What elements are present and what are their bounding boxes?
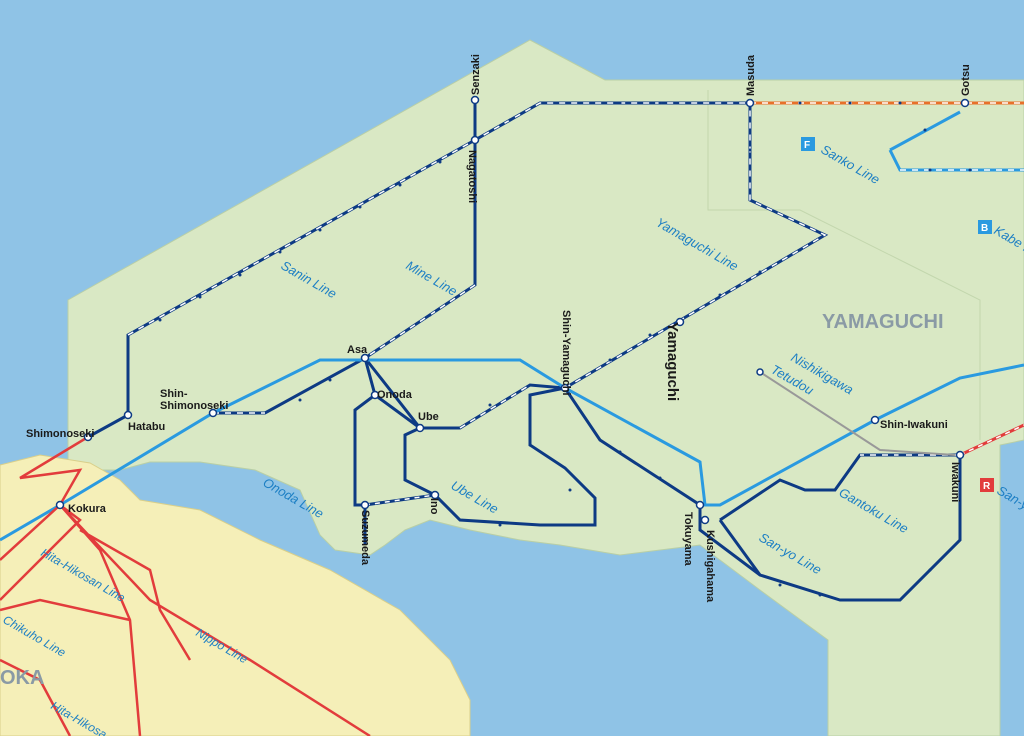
station-dot-kokura[interactable]: [55, 500, 65, 510]
station-nagatoshi[interactable]: Nagatoshi: [466, 150, 478, 203]
sanko-badge: F: [801, 137, 815, 151]
yamaguchi-land: [67, 39, 1024, 736]
shinkansen-track: [0, 358, 1024, 542]
prefecture-border: [707, 90, 981, 440]
ube-line-track: [403, 386, 597, 527]
station-dot-shin-shimonoseki[interactable]: [208, 408, 218, 418]
station-dot-senzaki[interactable]: [470, 95, 480, 105]
station-dot-shin-iwakuni[interactable]: [870, 415, 880, 425]
station-senzaki[interactable]: Senzaki: [470, 54, 482, 95]
sanyo-r-badge: R: [980, 478, 994, 492]
station-dot-ino[interactable]: [430, 490, 440, 500]
station-ino[interactable]: Ino: [428, 498, 440, 515]
fukuoka-land: [0, 454, 471, 736]
svg-text:F: F: [804, 140, 810, 151]
station-dot-suzumeda[interactable]: [360, 500, 370, 510]
sanyo-red-ext-dash: [959, 424, 1024, 456]
region-fukuoka: OKA: [0, 667, 44, 689]
station-kushigahama[interactable]: Kushigahama: [704, 530, 716, 603]
kabe-badge: B: [978, 220, 992, 234]
station-tokuyama[interactable]: Tokuyama: [682, 512, 694, 566]
minor-station-ticks: [126, 101, 972, 602]
kyushu-lines: [0, 435, 371, 736]
station-ube[interactable]: Ube: [418, 411, 439, 423]
station-shin-shimonoseki-2[interactable]: Shimonoseki: [160, 400, 228, 412]
onoda-line-dash: [364, 494, 436, 506]
station-dot-masuda[interactable]: [745, 98, 755, 108]
station-dot-tokuyama[interactable]: [695, 500, 705, 510]
svg-text:B: B: [981, 223, 988, 234]
station-dot-kushigahama[interactable]: [700, 515, 710, 525]
station-dot-shin-yamaguchi[interactable]: [560, 383, 570, 393]
station-suzumeda[interactable]: Suzumeda: [359, 510, 371, 566]
station-dot-hatabu[interactable]: [123, 410, 133, 420]
station-dot-onoda[interactable]: [370, 390, 380, 400]
station-iwakuni[interactable]: Iwakuni: [949, 462, 961, 502]
station-dot-yamaguchi[interactable]: [675, 317, 685, 327]
station-onoda[interactable]: Onoda: [377, 389, 413, 401]
station-yamaguchi[interactable]: Yamaguchi: [664, 322, 681, 401]
station-dot-asa[interactable]: [360, 353, 370, 363]
region-yamaguchi: YAMAGUCHI: [822, 311, 944, 333]
onoda-line-track: [353, 357, 377, 545]
sanin-line-dash: [127, 102, 750, 336]
onoda-line-stub: [374, 393, 421, 430]
station-shin-yamaguchi[interactable]: Shin-Yamaguchi: [560, 310, 572, 396]
station-dot-ube[interactable]: [415, 423, 425, 433]
station-dot-iwakuni[interactable]: [955, 450, 965, 460]
station-dot-gotsu[interactable]: [960, 98, 970, 108]
station-masuda[interactable]: Masuda: [745, 54, 757, 96]
station-shin-iwakuni[interactable]: Shin-Iwakuni: [880, 419, 948, 431]
station-dot-shimonoseki[interactable]: [83, 432, 93, 442]
gantoku-line-track: [718, 519, 762, 576]
station-markers: [55, 95, 970, 525]
station-hatabu[interactable]: Hatabu: [128, 421, 165, 433]
station-dot-nagatoshi[interactable]: [470, 135, 480, 145]
svg-text:R: R: [983, 481, 991, 492]
nishikigawa-line: [759, 371, 956, 456]
station-asa[interactable]: Asa: [347, 344, 368, 356]
station-kokura[interactable]: Kokura: [68, 503, 107, 515]
station-shimonoseki[interactable]: Shimonoseki: [26, 428, 94, 440]
station-shin-shimonoseki-1[interactable]: Shin-: [160, 388, 188, 400]
mine-line-dash: [364, 284, 476, 359]
station-dot-nishikigawa[interactable]: [756, 368, 764, 376]
station-gotsu[interactable]: Gotsu: [960, 64, 972, 96]
